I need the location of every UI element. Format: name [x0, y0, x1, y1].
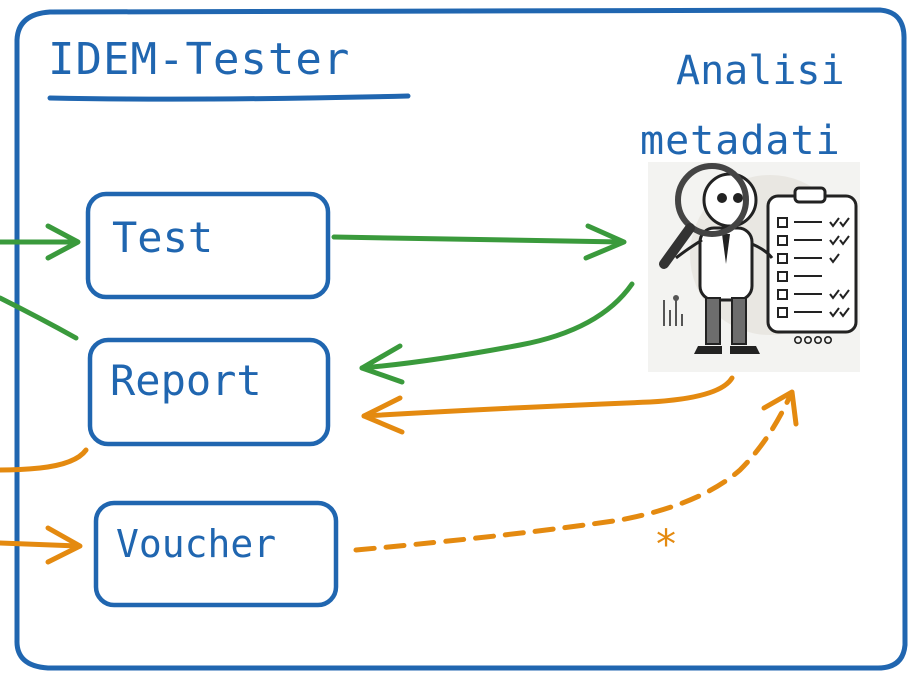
magnifier-checklist-character-icon: [648, 162, 860, 372]
test-to-analysis-arrow: [331, 223, 627, 261]
analysis-label-line2: metadati: [640, 118, 841, 164]
analysis-to-report-orange-arrow: [361, 375, 735, 435]
asterisk-annotation: *: [654, 522, 679, 568]
report-outgoing-green-line: [0, 295, 79, 341]
analysis-label-line1: Analisi: [676, 48, 845, 94]
voucher-box[interactable]: [93, 500, 339, 608]
test-node-label: Test: [112, 213, 214, 262]
idem-tester-frame: [14, 7, 908, 671]
analysis-to-report-green-arrow: [359, 281, 635, 385]
report-node-label: Report: [110, 356, 262, 405]
incoming-voucher-arrow: [0, 525, 83, 565]
voucher-to-analysis-dashed-arrow: [353, 389, 799, 553]
diagram-title: IDEM-Tester: [48, 34, 351, 85]
voucher-node-label: Voucher: [116, 522, 277, 566]
report-outgoing-orange-line: [0, 447, 89, 473]
test-box[interactable]: [85, 191, 331, 300]
incoming-test-arrow: [0, 223, 81, 261]
title-underline: [47, 93, 411, 102]
report-box[interactable]: [87, 337, 331, 447]
